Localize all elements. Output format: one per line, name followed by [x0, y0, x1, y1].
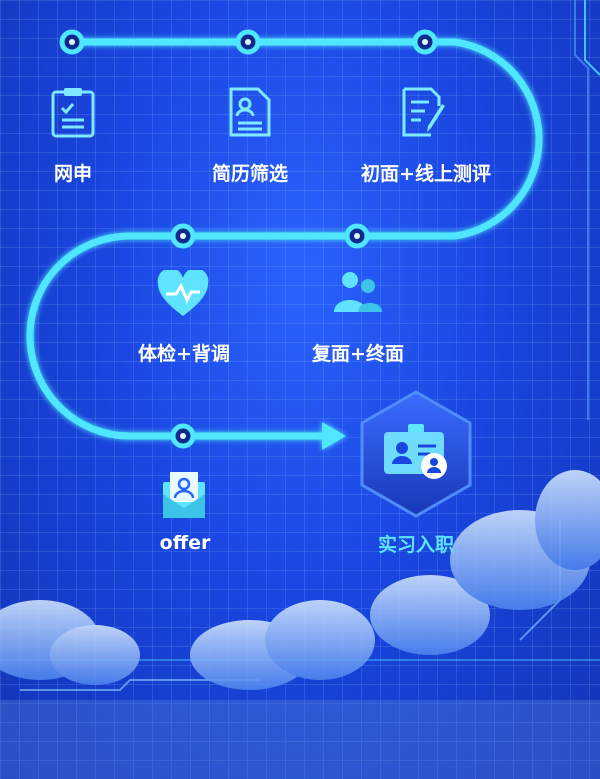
- edit-document-icon: [401, 86, 449, 142]
- step-label-final-interview: 复面+终面: [312, 343, 404, 365]
- two-people-icon: [330, 270, 384, 320]
- step-label-health-check: 体检+背调: [138, 343, 230, 365]
- step-label-first-interview: 初面+线上测评: [361, 163, 491, 185]
- step-label-onboarding: 实习入职: [377, 534, 455, 556]
- id-badge-icon: [382, 424, 450, 486]
- step-label-resume-screening: 简历筛选: [211, 163, 289, 185]
- heart-pulse-icon: [156, 268, 210, 322]
- step-label-offer: offer: [159, 532, 211, 554]
- offer-envelope-icon: [161, 470, 207, 524]
- clipboard-check-icon: [50, 86, 96, 142]
- resume-document-icon: [228, 86, 272, 142]
- step-label-apply: 网申: [53, 163, 93, 185]
